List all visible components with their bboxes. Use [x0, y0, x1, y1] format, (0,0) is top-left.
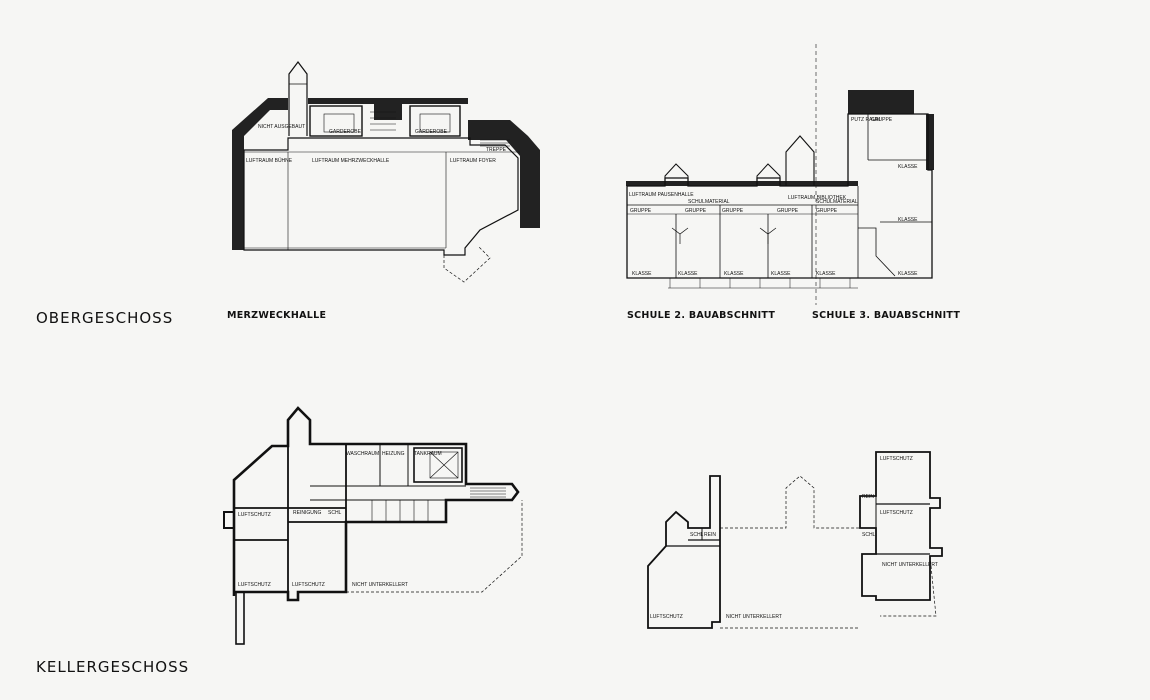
label-buehne: LUFTRAUM BÜHNE — [246, 157, 293, 164]
label-garderobe-2: GARDEROBE — [415, 129, 448, 135]
label-gruppe-4: GRUPPE — [777, 208, 799, 214]
school-3-caption: SCHULE 3. BAUABSCHNITT — [812, 310, 961, 321]
label-treppe: TREPPE — [486, 147, 507, 153]
school-2-caption: SCHULE 2. BAUABSCHNITT — [627, 310, 776, 321]
label-mehrzweckhalle: LUFTRAUM MEHRZWECKHALLE — [312, 158, 390, 164]
label-rein-2: REIN — [862, 494, 874, 500]
label-gruppe-top: GRUPPE — [871, 117, 893, 123]
label-klasse-3: KLASSE — [632, 271, 652, 277]
label-klasse-5: KLASSE — [724, 271, 744, 277]
label-luftschutz-mid: LUFTSCHUTZ — [880, 510, 913, 516]
upper-floor-title: OBERGESCHOSS — [36, 309, 174, 327]
label-nicht-unterkellert: NICHT UNTERKELLERT — [352, 582, 408, 588]
label-waschraum: WASCHRAUM — [346, 451, 379, 457]
label-garderobe-1: GARDEROBE — [329, 129, 362, 135]
label-klasse-4: KLASSE — [678, 271, 698, 277]
label-pausenhalle: LUFTRAUM PAUSENHALLE — [629, 192, 694, 198]
label-gruppe-2: GRUPPE — [685, 208, 707, 214]
label-luftschutz-a: LUFTSCHUTZ — [650, 614, 683, 620]
label-schulmaterial-2: SCHULMATERIAL — [816, 199, 858, 205]
label-luftschutz-1: LUFTSCHUTZ — [238, 512, 271, 518]
label-putzraum: PUTZ RAUM — [851, 117, 880, 123]
label-luftschutz-2: LUFTSCHUTZ — [238, 582, 271, 588]
upper-hall-plan — [232, 61, 540, 283]
label-schl: SCHL — [328, 510, 342, 516]
label-nicht-unterkellert-a: NICHT UNTERKELLERT — [726, 614, 782, 620]
label-klasse-8: KLASSE — [898, 271, 918, 277]
label-gruppe-1: GRUPPE — [630, 208, 652, 214]
label-nicht-unterkellert-b: NICHT UNTERKELLERT — [882, 562, 938, 568]
label-klasse-7: KLASSE — [816, 271, 836, 277]
label-bibliothek: LUFTRAUM BIBLIOTHEK — [788, 195, 847, 201]
label-nicht-ausgebaut: NICHT AUSGEBAUT — [258, 124, 305, 130]
basement-title: KELLERGESCHOSS — [36, 658, 190, 676]
label-foyer: LUFTRAUM FOYER — [450, 158, 496, 164]
label-klasse-6: KLASSE — [771, 271, 791, 277]
label-klasse-2: KLASSE — [898, 217, 918, 223]
label-schl-1: SCHL — [690, 532, 704, 538]
label-gruppe-3: GRUPPE — [722, 208, 744, 214]
label-tankraum: TANKRAUM — [414, 451, 442, 457]
label-klasse-1: KLASSE — [898, 164, 918, 170]
basement-hall-plan — [223, 406, 523, 645]
label-heizung: HEIZUNG — [382, 451, 405, 457]
label-schl-2: SCHL — [862, 532, 876, 538]
label-schulmaterial-1: SCHULMATERIAL — [688, 199, 730, 205]
basement-school-plan — [647, 451, 943, 629]
label-gruppe-5: GRUPPE — [816, 208, 838, 214]
hall-caption: MERZWECKHALLE — [227, 310, 327, 321]
upper-school-plan — [626, 44, 934, 305]
label-luftschutz-3: LUFTSCHUTZ — [292, 582, 325, 588]
label-rein-1: REIN — [704, 532, 716, 538]
label-reinigung: REINIGUNG — [293, 510, 321, 516]
label-luftschutz-top: LUFTSCHUTZ — [880, 456, 913, 462]
